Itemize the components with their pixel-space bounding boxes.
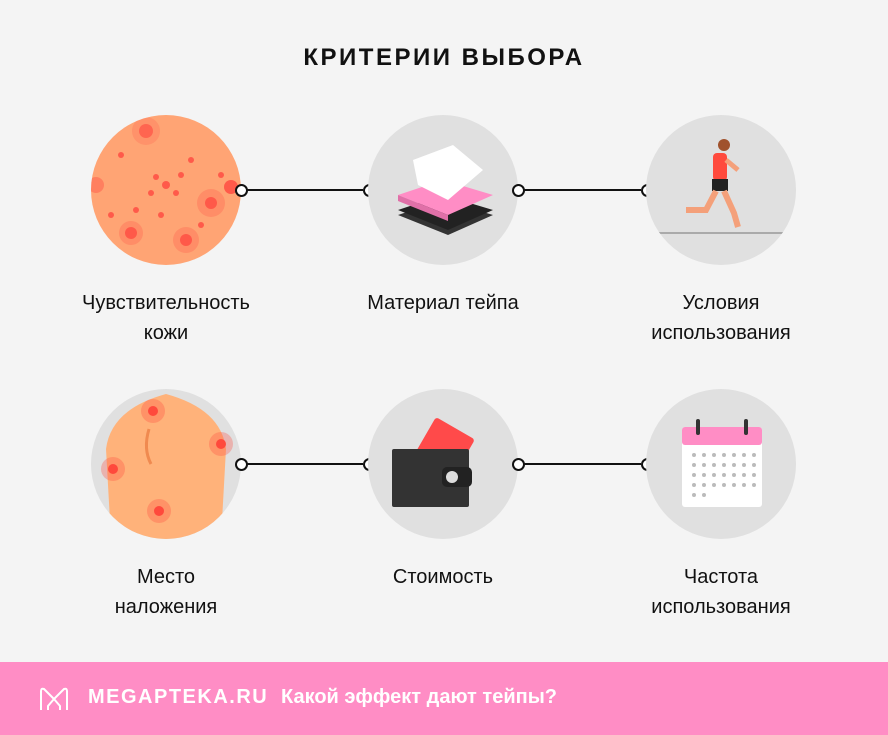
connector-line (246, 189, 363, 191)
runner-icon (646, 115, 796, 265)
calendar-icon (646, 389, 796, 539)
back-body-icon (91, 389, 241, 539)
connector-line (523, 189, 641, 191)
wallet-icon (368, 389, 518, 539)
connector-line (523, 463, 641, 465)
connector-line (246, 463, 363, 465)
criterion-label: Материал тейпа (367, 292, 519, 314)
footer-banner: MEGAPTEKA.RU Какой эффект дают тейпы? (0, 662, 888, 735)
tape-layers-icon (368, 115, 518, 265)
article-title[interactable]: Какой эффект дают тейпы? (281, 686, 557, 708)
megapteka-logo-icon (40, 687, 68, 710)
skin-rash-icon (91, 115, 241, 265)
brand-name[interactable]: MEGAPTEKA.RU (88, 686, 269, 708)
page-title: КРИТЕРИИ ВЫБОРА (303, 44, 585, 71)
criterion-label: Стоимость (392, 566, 494, 588)
